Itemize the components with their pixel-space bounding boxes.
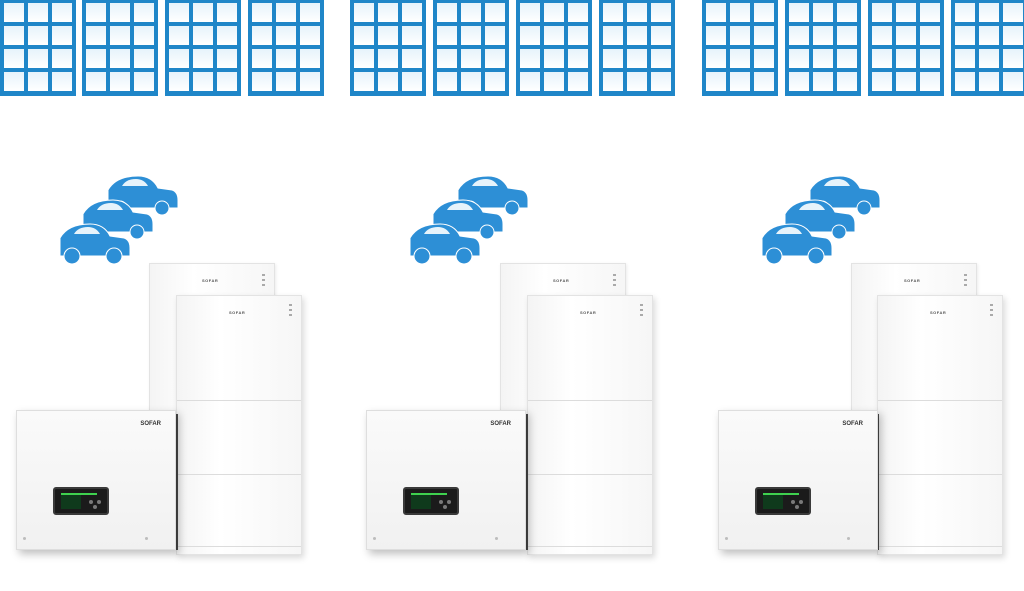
battery-brand-label: SOFAR [930, 310, 947, 315]
battery-brand-label: SOFAR [229, 310, 246, 315]
battery-led-indicators [289, 304, 293, 319]
solar-panel-icon [785, 0, 861, 96]
inverter-brand-label: SOFAR [490, 421, 511, 427]
battery-stack-icon: SOFAR [527, 295, 653, 555]
solar-panel-icon [702, 0, 778, 96]
battery-led-indicators [640, 304, 644, 319]
hybrid-inverter-icon: SOFAR [718, 410, 878, 550]
battery-stack-icon: SOFAR [176, 295, 302, 555]
battery-module-divider [177, 400, 301, 401]
solar-panel-icon [868, 0, 944, 96]
battery-brand-label: SOFAR [202, 278, 219, 283]
battery-module-divider [528, 474, 652, 475]
battery-module-divider [878, 474, 1002, 475]
inverter-display [755, 487, 811, 515]
inverter-display [53, 487, 109, 515]
inverter-brand-label: SOFAR [140, 421, 161, 427]
battery-module-divider [177, 546, 301, 547]
solar-panel-icon [165, 0, 241, 96]
battery-stack-icon: SOFAR [877, 295, 1003, 555]
solar-panel-icon [0, 0, 76, 96]
battery-module-divider [878, 400, 1002, 401]
battery-led-indicators [964, 274, 968, 289]
electric-car-icon [760, 172, 881, 267]
solar-panel-icon [433, 0, 509, 96]
hybrid-inverter-icon: SOFAR [16, 410, 176, 550]
solar-panel-icon [82, 0, 158, 96]
solar-panel-icon [951, 0, 1024, 96]
inverter-display [403, 487, 459, 515]
battery-brand-label: SOFAR [904, 278, 921, 283]
inverter-brand-label: SOFAR [842, 421, 863, 427]
battery-brand-label: SOFAR [580, 310, 597, 315]
solar-panel-icon [350, 0, 426, 96]
electric-car-icon [58, 172, 179, 267]
battery-module-divider [177, 474, 301, 475]
solar-panel-icon [248, 0, 324, 96]
electric-car-icon [408, 172, 529, 267]
solar-panel-icon [599, 0, 675, 96]
battery-led-indicators [990, 304, 994, 319]
hybrid-inverter-icon: SOFAR [366, 410, 526, 550]
battery-module-divider [878, 546, 1002, 547]
battery-led-indicators [613, 274, 617, 289]
battery-module-divider [528, 400, 652, 401]
solar-panel-icon [516, 0, 592, 96]
battery-brand-label: SOFAR [553, 278, 570, 283]
battery-led-indicators [262, 274, 266, 289]
battery-module-divider [528, 546, 652, 547]
